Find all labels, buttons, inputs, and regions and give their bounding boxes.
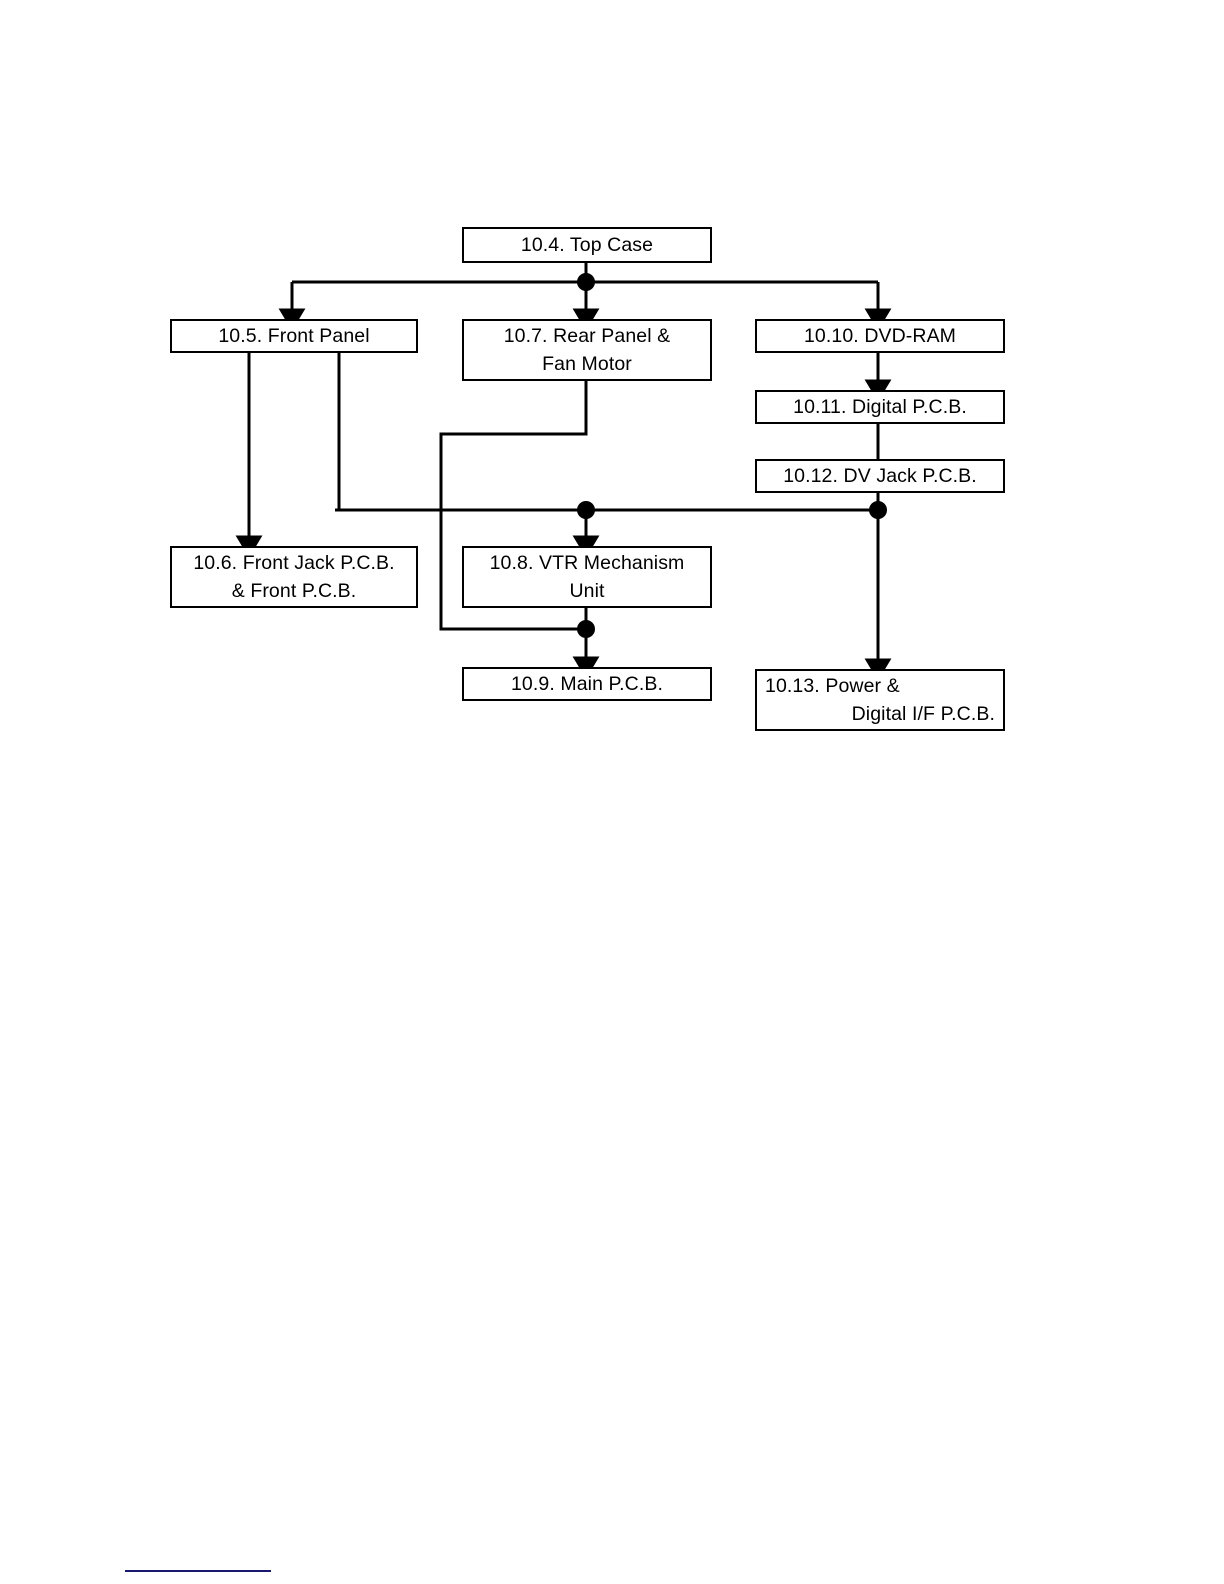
- edge-vtr-left-riser: [439, 510, 586, 631]
- node-power-digital-if-pcb[interactable]: 10.13. Power & Digital I/F P.C.B.: [755, 669, 1005, 731]
- node-front-panel[interactable]: 10.5. Front Panel: [170, 319, 418, 353]
- node-label-line: Digital I/F P.C.B.: [851, 703, 995, 725]
- node-digital-pcb[interactable]: 10.11. Digital P.C.B.: [755, 390, 1005, 424]
- node-label-line: 10.11. Digital P.C.B.: [793, 396, 967, 418]
- footer-rule: [125, 1570, 271, 1572]
- node-label-line: & Front P.C.B.: [231, 580, 357, 602]
- node-label-line: 10.7. Rear Panel &: [503, 325, 671, 347]
- node-label-line: 10.9. Main P.C.B.: [510, 673, 663, 695]
- node-rear-panel-fan-motor[interactable]: 10.7. Rear Panel & Fan Motor: [462, 319, 712, 381]
- node-label-line: 10.4. Top Case: [520, 234, 654, 256]
- node-label-line: Unit: [569, 580, 605, 602]
- edge-rear-panel-to-lower-bus: [439, 381, 588, 510]
- junction-dot: [577, 620, 595, 638]
- node-dv-jack-pcb[interactable]: 10.12. DV Jack P.C.B.: [755, 459, 1005, 493]
- node-label-line: 10.8. VTR Mechanism: [489, 552, 685, 574]
- node-label-line: 10.5. Front Panel: [218, 325, 370, 347]
- node-label-line: 10.6. Front Jack P.C.B.: [193, 552, 395, 574]
- junction-dot-group: [577, 273, 887, 638]
- node-front-jack-pcb[interactable]: 10.6. Front Jack P.C.B. & Front P.C.B.: [170, 546, 418, 608]
- junction-dot: [577, 501, 595, 519]
- node-label-line: Fan Motor: [542, 353, 632, 375]
- junction-dot: [869, 501, 887, 519]
- node-label-line: 10.13. Power &: [765, 675, 900, 697]
- junction-dot: [577, 273, 595, 291]
- node-vtr-mechanism-unit[interactable]: 10.8. VTR Mechanism Unit: [462, 546, 712, 608]
- node-label-line: 10.10. DVD-RAM: [803, 325, 957, 347]
- node-dvd-ram[interactable]: 10.10. DVD-RAM: [755, 319, 1005, 353]
- node-main-pcb[interactable]: 10.9. Main P.C.B.: [462, 667, 712, 701]
- node-label-line: 10.12. DV Jack P.C.B.: [783, 465, 977, 487]
- node-top-case[interactable]: 10.4. Top Case: [462, 227, 712, 263]
